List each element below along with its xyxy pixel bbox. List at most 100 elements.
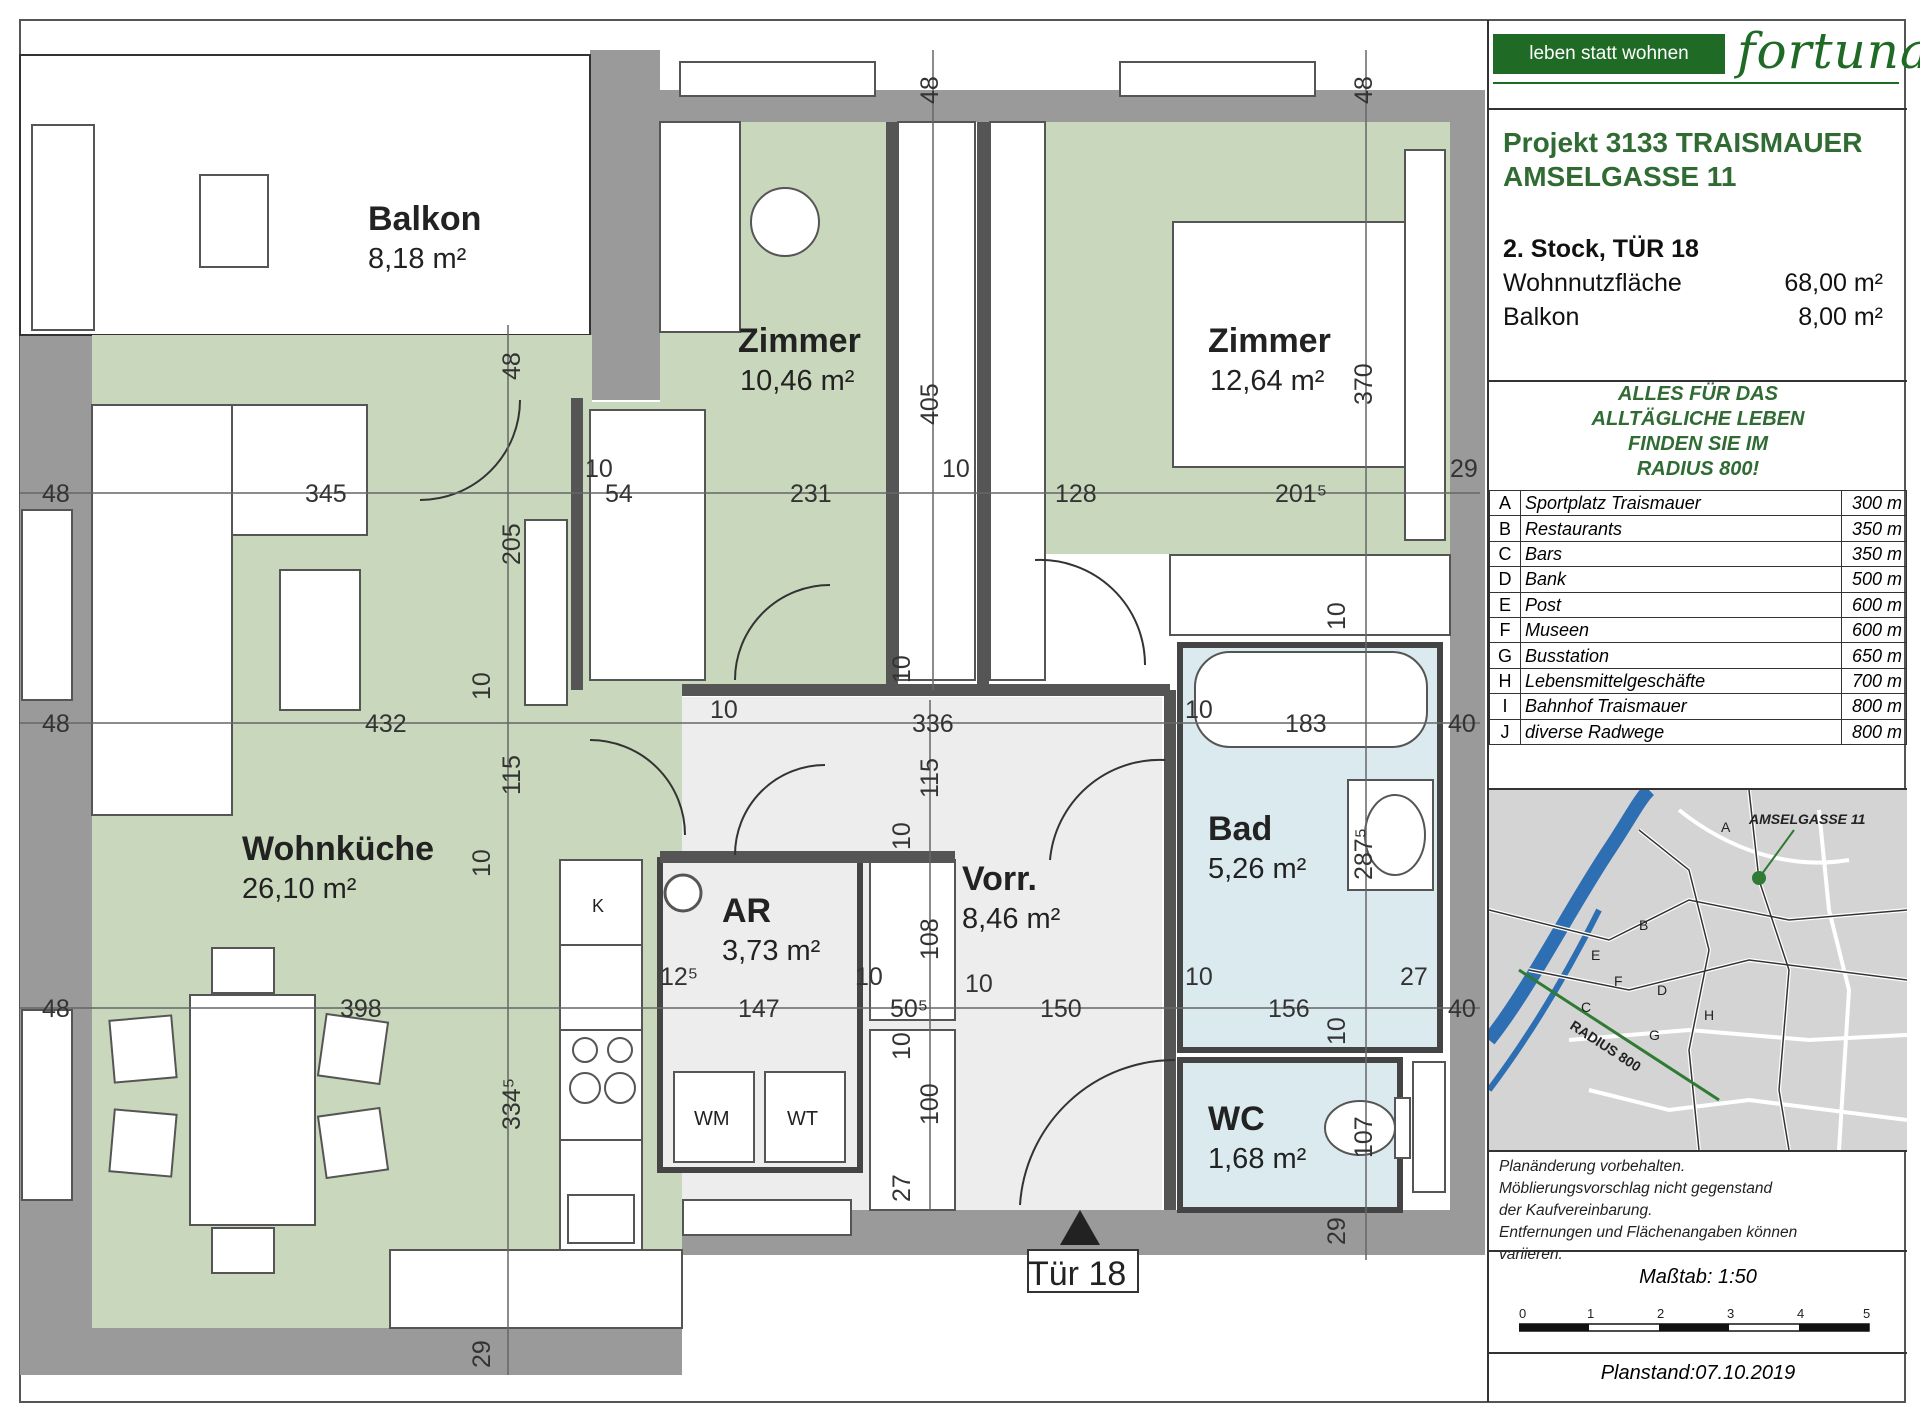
dimension-label: 150 [1040,995,1082,1023]
note-line: Möblierungsvorschlag nicht gegenstand [1499,1180,1773,1197]
map-address-label: AMSELGASSE 11 [1748,811,1866,827]
dimension-label: 48 [916,76,944,104]
dimension-label: 27 [888,1174,916,1202]
info-panel: leben statt wohnen fortuna Projekt 3133 … [1487,20,1920,1402]
map-svg: RADIUS 800 AMSELGASSE 11 A B C D E F G H [1489,790,1907,1150]
amenity-name: Bars [1520,540,1842,568]
outer-wall-left [20,335,92,1375]
alles-line: ALLES FÜR DAS [1618,383,1778,405]
balcony-table [199,174,269,268]
window-zimmer1 [679,61,876,97]
shoe-rack [682,1199,852,1236]
floor-info: 2. Stock, TÜR 18 [1503,235,1699,263]
desk-chair [750,187,820,257]
map-letter: E [1591,947,1600,963]
balcony-area [19,54,591,336]
wnf-label: Wohnnutzfläche [1503,269,1682,297]
ar-area: 3,73 m² [722,935,821,967]
amenity-dist: 300 m [1841,489,1907,517]
chair [211,1227,275,1274]
map-letter: H [1704,1007,1714,1023]
brand-underline [1493,82,1899,84]
slogan-bar: leben statt wohnen [1493,34,1725,74]
vorr-area: 8,46 m² [962,903,1061,935]
dimension-label: 10 [888,655,916,683]
map-letter: D [1657,982,1667,998]
zimmer1-area: 10,46 m² [740,365,855,397]
amenity-name: Bank [1520,566,1842,593]
chair [108,1014,178,1084]
dimension-label: 10 [888,1032,916,1060]
amenity-letter: G [1489,642,1521,669]
window-left-1 [21,509,73,701]
door-swings [419,399,1176,1206]
amenity-dist: 800 m [1841,718,1907,745]
balkon-value: 8,00 m² [1798,303,1883,331]
dimension-label: 156 [1268,995,1310,1023]
dimension-label: 336 [912,710,954,738]
river-branch [1489,908,1602,1092]
dimension-label: 48 [498,352,526,380]
amenity-dist: 650 m [1841,642,1907,669]
dimension-label: 10 [1185,696,1213,724]
dimension-label: 128 [1055,480,1097,508]
window-left-2 [21,1009,73,1201]
chair [316,1106,390,1180]
dimension-label: 10 [1323,602,1351,630]
amenity-name: Post [1520,591,1842,618]
map-letter: G [1649,1027,1660,1043]
wc-area: 1,68 m² [1208,1143,1307,1175]
amenity-dist: 350 m [1841,515,1907,542]
wall-balcony-right [590,50,660,400]
door-label: Tür 18 [1028,1255,1126,1293]
dimension-label: 231 [790,480,832,508]
amenity-name: Museen [1520,616,1842,644]
dimension-label: 10 [965,970,993,998]
amenity-letter: F [1489,616,1521,644]
map-letter: B [1639,917,1648,933]
amenity-dist: 350 m [1841,540,1907,568]
dimension-label: 27 [1400,963,1428,991]
window-zimmer2 [1119,61,1316,97]
dimension-label: 10 [1323,1017,1351,1045]
note-line: Entfernungen und Flächenangaben können [1499,1224,1798,1241]
coffee-table [279,569,361,711]
project-line2: AMSELGASSE 11 [1503,161,1737,192]
zimmer2-name: Zimmer [1208,322,1331,360]
scale-tick: 2 [1657,1306,1664,1321]
dimension-label: 48 [42,480,70,508]
dimension-label: 100 [916,1083,944,1125]
wardrobe-vorr2 [869,1029,956,1211]
wardrobe-zimmer2-low [1169,554,1451,636]
disclaimer-note: Planänderung vorbehalten. Möblierungsvor… [1499,1156,1899,1266]
scale-label: Maßtab: 1:50 [1639,1266,1757,1288]
zimmer2-area: 12,64 m² [1210,365,1325,397]
dimension-label: 10 [855,963,883,991]
chair [316,1012,390,1086]
wohnkueche-area: 26,10 m² [242,873,357,905]
planstand: Planstand:07.10.2019 [1600,1362,1796,1384]
dimension-label: 405 [916,383,944,425]
wt-label: WT [787,1108,818,1130]
balkon-area: 8,18 m² [368,243,467,275]
hob-ring [572,1037,598,1063]
dimension-label: 48 [42,995,70,1023]
wm-label: WM [694,1108,730,1130]
kitchen-sink [567,1194,635,1244]
scale-bar: 0 1 2 3 4 5 [1519,1306,1870,1332]
hob-ring [604,1072,636,1104]
dimension-label: 29 [468,1340,496,1368]
alles-line: ALLTÄGLICHE LEBEN [1591,408,1805,430]
chair [211,947,275,994]
dimension-label: 432 [365,710,407,738]
dining-table [189,994,316,1226]
wc-name: WC [1208,1100,1265,1138]
scale-tick: 0 [1519,1306,1526,1321]
